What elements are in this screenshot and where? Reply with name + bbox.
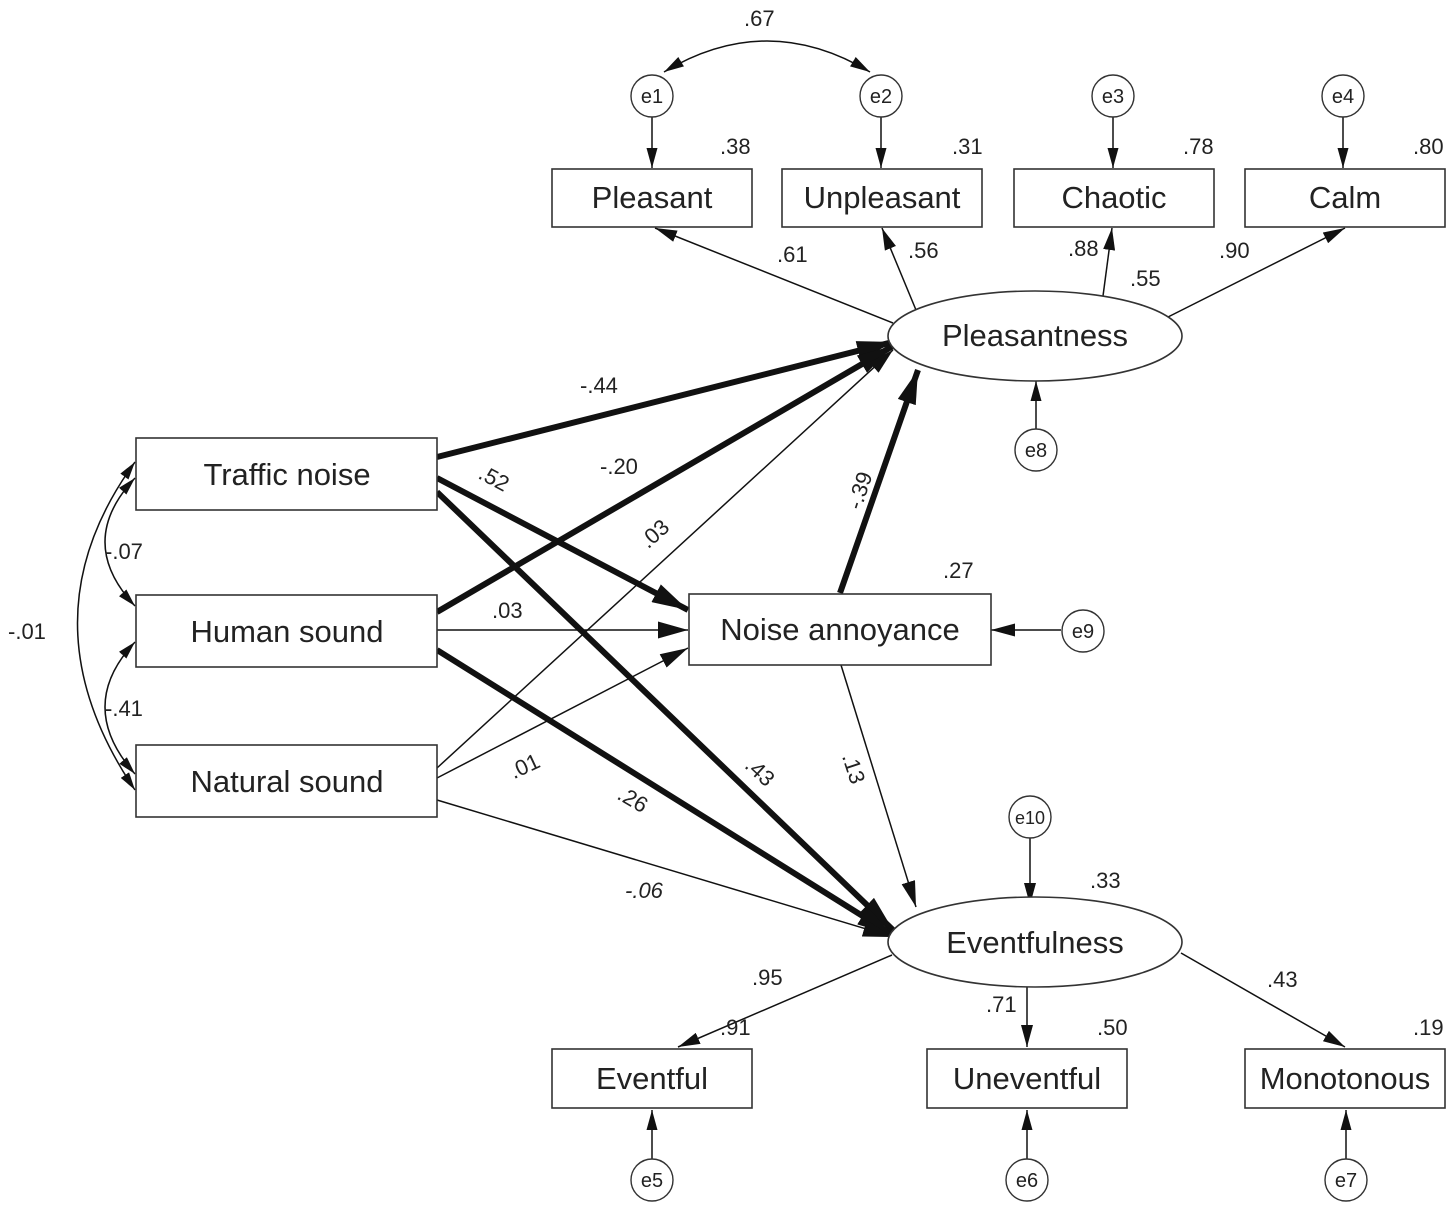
eventfulness-label: Eventfulness xyxy=(946,925,1124,960)
edge-natural-eventfulness xyxy=(436,799,894,938)
e10-circle xyxy=(1008,795,1052,839)
e9-label: e9 xyxy=(1072,621,1094,643)
coef-traffic-human: -.07 xyxy=(105,539,143,564)
coef-traffic-pleasantness: -.44 xyxy=(580,373,618,398)
traffic-noise-label: Traffic noise xyxy=(203,457,370,492)
coef-pleasantness-unpleasant: .56 xyxy=(908,238,939,263)
pleasant-box xyxy=(551,168,753,228)
edge-pleasantness-pleasant xyxy=(654,227,894,324)
pleasantness-label: Pleasantness xyxy=(942,318,1128,353)
coef-eventfulness-uneventful: .71 xyxy=(986,992,1017,1017)
coef-annoyance-eventfulness: .13 xyxy=(837,750,870,787)
edge-annoyance-pleasantness xyxy=(837,369,921,594)
coef-pleasantness-chaotic: .88 xyxy=(1068,236,1099,261)
calm-label: Calm xyxy=(1309,180,1381,215)
r2-calm: .80 xyxy=(1413,134,1444,159)
e7-circle xyxy=(1324,1158,1368,1202)
unpleasant-box xyxy=(781,168,983,228)
coef-traffic-natural: -.01 xyxy=(8,619,46,644)
coef-human-natural: -.41 xyxy=(105,696,143,721)
coef-human-annoyance: .03 xyxy=(492,598,523,623)
edge-natural-annoyance xyxy=(436,647,689,779)
r2-noise-annoyance: .27 xyxy=(943,558,974,583)
monotonous-label: Monotonous xyxy=(1260,1061,1431,1096)
e4-label: e4 xyxy=(1332,86,1354,108)
uneventful-label: Uneventful xyxy=(953,1061,1101,1096)
eventful-label: Eventful xyxy=(596,1061,708,1096)
edge-eventfulness-monotonous xyxy=(1180,952,1346,1048)
e3-circle xyxy=(1091,74,1135,118)
edge-traffic-natural-covariance xyxy=(76,461,136,791)
coef-human-pleasantness: -.20 xyxy=(600,454,638,479)
edge-traffic-annoyance xyxy=(435,475,690,613)
chaotic-label: Chaotic xyxy=(1061,180,1166,215)
edge-pleasantness-unpleasant xyxy=(881,227,917,311)
unpleasant-label: Unpleasant xyxy=(804,180,961,215)
e9-circle xyxy=(1061,609,1105,653)
e7-label: e7 xyxy=(1335,1170,1357,1192)
human-sound-label: Human sound xyxy=(190,614,383,649)
pleasantness-oval xyxy=(887,290,1183,382)
monotonous-box xyxy=(1244,1048,1446,1109)
edge-traffic-eventfulness xyxy=(434,489,896,933)
noise-annoyance-label: Noise annoyance xyxy=(720,612,960,647)
eventfulness-oval xyxy=(887,896,1183,988)
coef-natural-eventfulness: -.06 xyxy=(625,878,664,903)
e10-label: e10 xyxy=(1015,808,1045,828)
eventful-box xyxy=(551,1048,753,1109)
natural-sound-label: Natural sound xyxy=(190,764,383,799)
coef-pleasantness-calm: .90 xyxy=(1219,238,1250,263)
calm-box xyxy=(1244,168,1446,228)
r2-pleasantness-a: .55 xyxy=(1130,266,1161,291)
r2-chaotic: .78 xyxy=(1183,134,1214,159)
edge-eventfulness-eventful xyxy=(677,954,893,1048)
coef-natural-pleasantness: .03 xyxy=(635,514,674,553)
noise-annoyance-box xyxy=(688,593,992,666)
edge-annoyance-eventfulness xyxy=(840,664,917,908)
coef-human-eventfulness: .26 xyxy=(613,781,652,818)
e8-circle xyxy=(1014,428,1058,472)
e6-circle xyxy=(1005,1158,1049,1202)
e8-label: e8 xyxy=(1025,440,1047,462)
coef-traffic-annoyance: .52 xyxy=(475,460,514,496)
e1-label: e1 xyxy=(641,86,663,108)
pleasant-label: Pleasant xyxy=(592,180,713,215)
r2-eventfulness: .33 xyxy=(1090,868,1121,893)
e1-circle xyxy=(630,74,674,118)
r2-pleasant: .38 xyxy=(720,134,751,159)
r2-uneventful: .50 xyxy=(1097,1015,1128,1040)
coef-e1-e2: .67 xyxy=(744,6,775,31)
traffic-noise-box xyxy=(135,437,438,511)
chaotic-box xyxy=(1013,168,1215,228)
coef-pleasantness-pleasant: .61 xyxy=(777,242,808,267)
r2-monotonous: .19 xyxy=(1413,1015,1444,1040)
natural-sound-box xyxy=(135,744,438,818)
coef-eventfulness-eventful: .95 xyxy=(752,965,783,990)
human-sound-box xyxy=(135,594,438,668)
r2-unpleasant: .31 xyxy=(952,134,983,159)
coef-natural-annoyance: .01 xyxy=(505,748,543,784)
edge-human-eventfulness xyxy=(435,647,895,938)
edge-pleasantness-chaotic xyxy=(1102,227,1116,297)
coef-eventfulness-monotonous: .43 xyxy=(1267,967,1298,992)
e2-label: e2 xyxy=(870,86,892,108)
e4-circle xyxy=(1321,74,1365,118)
e3-label: e3 xyxy=(1102,86,1124,108)
e6-label: e6 xyxy=(1016,1170,1038,1192)
edge-traffic-pleasantness xyxy=(436,339,894,460)
uneventful-box xyxy=(926,1048,1128,1109)
r2-eventful-a: .91 xyxy=(720,1015,751,1040)
e5-label: e5 xyxy=(641,1170,663,1192)
edge-e1-e2-covariance xyxy=(663,40,871,73)
e2-circle xyxy=(859,74,903,118)
e5-circle xyxy=(630,1158,674,1202)
edge-pleasantness-calm xyxy=(1167,227,1346,318)
